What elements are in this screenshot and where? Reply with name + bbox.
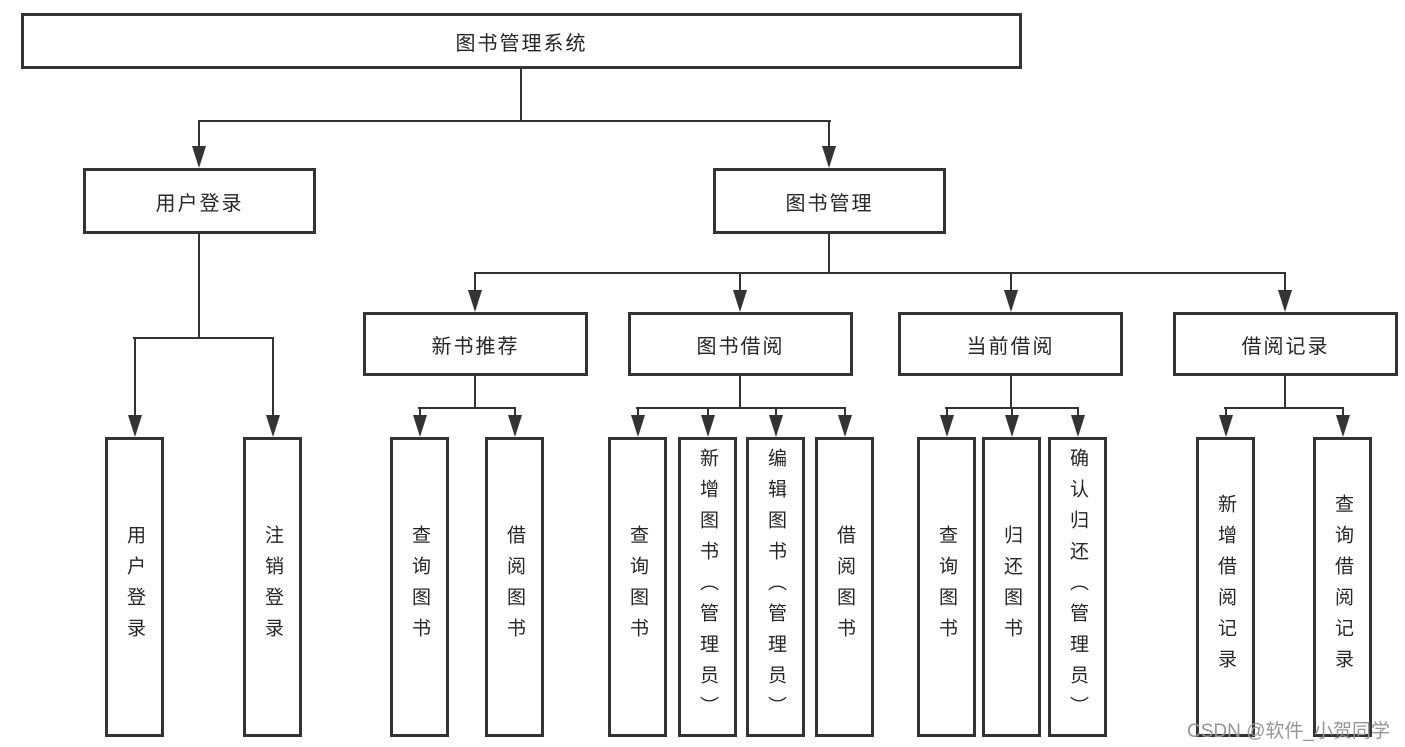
connector-line [133,337,274,339]
leaf-edit-books-admin-label: 编辑图书（管理员） [765,447,786,727]
connector-line [198,120,200,148]
node-user-login-label: 用户登录 [155,192,244,215]
node-book-borrowing: 图书借阅 [628,312,853,376]
connector-line [520,68,522,122]
connector-arrow [838,415,852,437]
connector-arrow [266,415,280,437]
node-new-book-recommend-label: 新书推荐 [431,335,520,358]
node-book-borrowing-label: 图书借阅 [696,335,785,358]
connector-line [1284,374,1286,409]
leaf-logout: 注销登录 [243,437,302,737]
node-current-borrowing-label: 当前借阅 [966,335,1055,358]
connector-arrow [1004,290,1018,312]
connector-line [418,407,516,409]
connector-line [1284,272,1286,292]
connector-line [198,232,200,339]
connector-arrow [468,290,482,312]
connector-line [198,120,831,122]
connector-arrow [1005,415,1019,437]
leaf-add-books-admin: 新增图书（管理员） [678,437,737,737]
connector-arrow [940,415,954,437]
leaf-borrowing-query-books-label: 查询图书 [627,525,648,649]
connector-arrow [1336,415,1350,437]
leaf-user-login: 用户登录 [105,437,164,737]
leaf-query-borrow-record-label: 查询借阅记录 [1332,494,1353,680]
leaf-borrowing-query-books: 查询图书 [608,437,667,737]
node-root: 图书管理系统 [21,13,1022,69]
connector-line [1077,407,1079,417]
connector-line [946,407,948,417]
leaf-current-query-books: 查询图书 [917,437,976,737]
connector-line [134,337,136,417]
connector-arrow [701,415,715,437]
connector-line [1342,407,1344,417]
connector-line [637,407,639,417]
connector-arrow [822,146,836,168]
connector-line [1224,407,1344,409]
connector-arrow [1071,415,1085,437]
connector-line [1010,374,1012,409]
node-new-book-recommend: 新书推荐 [363,312,588,376]
leaf-borrowing-borrow-books-label: 借阅图书 [834,525,855,649]
connector-line [739,272,741,292]
leaf-add-borrow-record-label: 新增借阅记录 [1215,494,1236,680]
leaf-recommend-borrow-books: 借阅图书 [485,437,544,737]
leaf-confirm-return-admin: 确认归还（管理员） [1048,437,1107,737]
leaf-query-borrow-record: 查询借阅记录 [1313,437,1372,737]
connector-line [514,407,516,417]
node-book-management: 图书管理 [713,168,946,234]
connector-line [828,120,830,148]
connector-arrow [508,415,522,437]
leaf-borrowing-borrow-books: 借阅图书 [815,437,874,737]
leaf-return-books: 归还图书 [982,437,1041,737]
connector-arrow [631,415,645,437]
connector-arrow [1219,415,1233,437]
leaf-confirm-return-admin-label: 确认归还（管理员） [1067,447,1088,727]
leaf-add-books-admin-label: 新增图书（管理员） [697,447,718,727]
leaf-recommend-borrow-books-label: 借阅图书 [504,525,525,649]
leaf-logout-label: 注销登录 [262,525,283,649]
connector-arrow [128,415,142,437]
connector-line [474,374,476,409]
connector-line [1011,407,1013,417]
connector-arrow [413,415,427,437]
connector-arrow [769,415,783,437]
node-current-borrowing: 当前借阅 [898,312,1123,376]
connector-line [775,407,777,417]
leaf-user-login-label: 用户登录 [124,525,145,649]
connector-arrow [1278,290,1292,312]
connector-line [272,337,274,417]
leaf-current-query-books-label: 查询图书 [936,525,957,649]
connector-line [707,407,709,417]
connector-line [474,272,476,292]
connector-line [474,272,1286,274]
node-borrowing-records-label: 借阅记录 [1241,335,1330,358]
connector-arrow [192,146,206,168]
leaf-return-books-label: 归还图书 [1001,525,1022,649]
connector-line [739,374,741,409]
leaf-add-borrow-record: 新增借阅记录 [1196,437,1255,737]
node-user-login: 用户登录 [83,168,316,234]
connector-line [828,232,830,274]
connector-line [636,407,846,409]
connector-arrow [733,290,747,312]
node-root-label: 图书管理系统 [455,32,588,55]
connector-line [1010,272,1012,292]
connector-line [844,407,846,417]
csdn-watermark: CSDN @软件_小贺同学 [1187,721,1390,742]
node-book-management-label: 图书管理 [785,192,874,215]
connector-line [1225,407,1227,417]
connector-line [419,407,421,417]
leaf-edit-books-admin: 编辑图书（管理员） [746,437,805,737]
node-borrowing-records: 借阅记录 [1173,312,1398,376]
leaf-recommend-query-books: 查询图书 [390,437,449,737]
leaf-recommend-query-books-label: 查询图书 [409,525,430,649]
